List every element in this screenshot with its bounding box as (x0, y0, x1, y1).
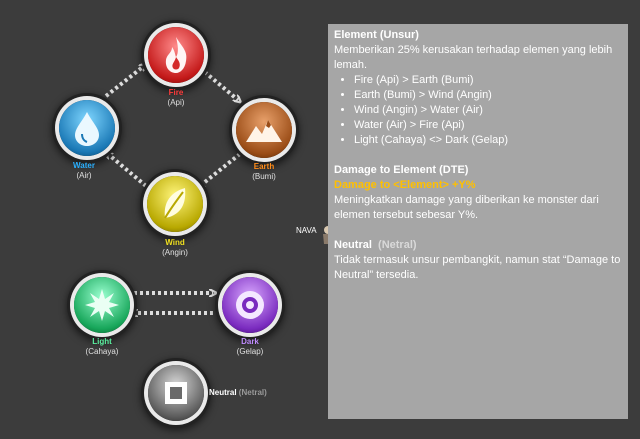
neutral-orb (148, 365, 204, 421)
square-icon (165, 382, 187, 404)
fire-orb (148, 27, 204, 83)
water-local: (Air) (76, 171, 92, 180)
light-local: (Cahaya) (85, 347, 119, 356)
element-cycle-arrows (0, 0, 330, 439)
element-rules-list: Fire (Api) > Earth (Bumi) Earth (Bumi) >… (334, 73, 622, 148)
wind-name: Wind (165, 238, 185, 247)
dte-formula: Damage to <Element> +Y% (334, 179, 476, 191)
ring-icon (236, 291, 264, 319)
earth-local: (Bumi) (252, 172, 276, 181)
dte-section-title: Damage to Element (DTE) (334, 164, 469, 176)
arrow-fire-to-earth (198, 66, 238, 100)
wind-local: (Angin) (162, 248, 188, 257)
element-section-title: Element (Unsur) (334, 29, 419, 41)
leaf-icon (164, 188, 186, 219)
fire-name: Fire (168, 88, 184, 97)
nava-watermark: NAVA (296, 226, 317, 235)
light-orb (74, 277, 130, 333)
element-info-panel: Element (Unsur) Memberikan 25% kerusakan… (328, 24, 628, 419)
earth-name: Earth (253, 162, 275, 171)
rule-item: Fire (Api) > Earth (Bumi) (354, 73, 622, 88)
neutral-section-title: Neutral (Netral) (334, 238, 622, 253)
wind-orb (147, 176, 203, 232)
earth-orb (236, 102, 292, 158)
fire-label: Fire (Api) (131, 88, 221, 108)
neutral-local: (Netral) (238, 388, 267, 397)
light-label: Light (Cahaya) (57, 337, 147, 357)
earth-label: Earth (Bumi) (219, 162, 309, 182)
fire-local: (Api) (167, 98, 185, 107)
dark-orb (222, 277, 278, 333)
dte-description: Meningkatkan damage yang diberikan ke mo… (334, 194, 599, 221)
dark-local: (Gelap) (236, 347, 264, 356)
arrow-wind-to-water (108, 154, 148, 188)
dark-label: Dark (Gelap) (205, 337, 295, 357)
arrow-earth-to-wind (200, 152, 242, 186)
neutral-name: Neutral (209, 388, 237, 397)
neutral-label: Neutral (Netral) (209, 388, 267, 397)
rule-item: Wind (Angin) > Water (Air) (354, 103, 622, 118)
arrow-water-to-fire (104, 66, 144, 98)
neutral-title-local: (Netral) (378, 239, 417, 251)
dark-name: Dark (241, 337, 259, 346)
mountain-icon (246, 120, 282, 142)
neutral-title: Neutral (334, 239, 372, 251)
neutral-description: Tidak termasuk unsur pembangkit, namun s… (334, 254, 621, 281)
rule-item: Water (Air) > Fire (Api) (354, 118, 622, 133)
element-description: Memberikan 25% kerusakan terhadap elemen… (334, 44, 613, 71)
starburst-icon (85, 289, 119, 321)
water-label: Water (Air) (39, 161, 129, 181)
water-name: Water (73, 161, 95, 170)
water-drop-icon (75, 112, 99, 146)
flame-icon (165, 37, 187, 73)
water-orb (59, 100, 115, 156)
light-name: Light (92, 337, 112, 346)
rule-item: Earth (Bumi) > Wind (Angin) (354, 88, 622, 103)
wind-label: Wind (Angin) (130, 238, 220, 258)
rule-item: Light (Cahaya) <> Dark (Gelap) (354, 133, 622, 148)
